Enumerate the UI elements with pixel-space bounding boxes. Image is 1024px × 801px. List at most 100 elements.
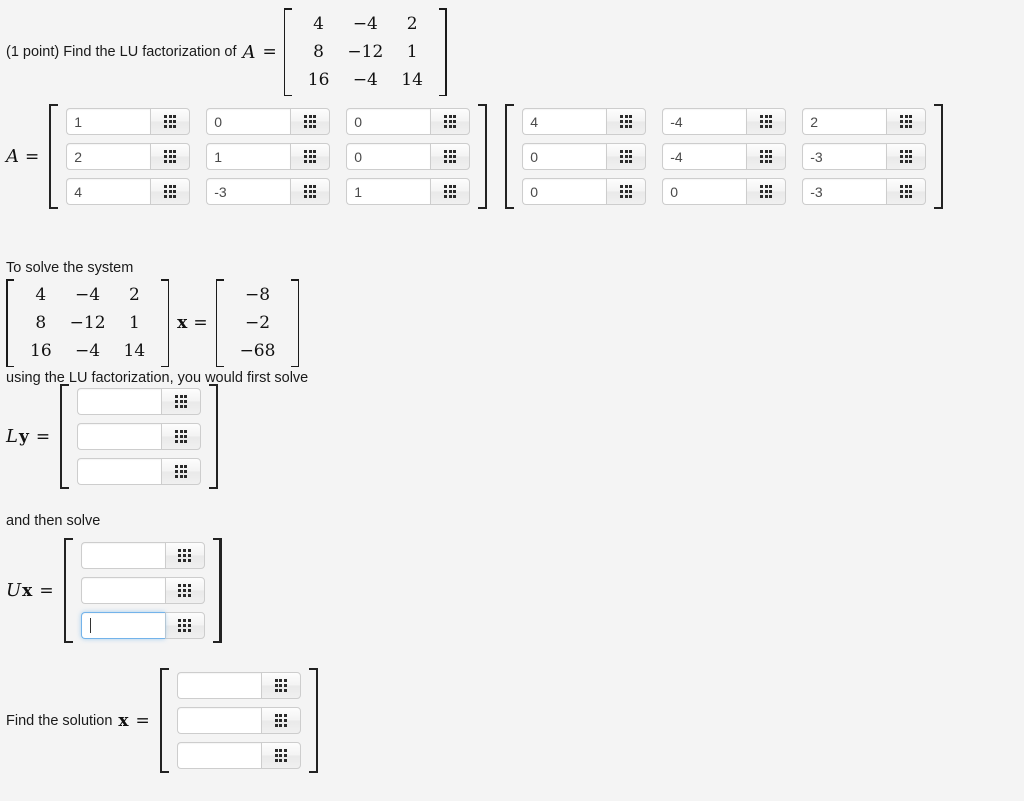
Ly-input-1[interactable] xyxy=(77,423,162,450)
matrix-cell: 8 xyxy=(313,42,324,63)
L-cell-2-1[interactable]: -3 xyxy=(206,178,331,205)
grid-keypad-icon[interactable] xyxy=(260,742,301,769)
bracket-right xyxy=(934,104,945,209)
grid-keypad-icon[interactable] xyxy=(430,178,471,205)
system-section: To solve the system 4 −4 2 8 −12 1 16 −4… xyxy=(6,260,308,386)
grid-keypad-icon[interactable] xyxy=(606,143,647,170)
grid-keypad-icon[interactable] xyxy=(886,108,927,135)
bracket-left xyxy=(503,104,515,209)
U-input-1-0[interactable]: 0 xyxy=(522,143,607,170)
L-input-2-0[interactable]: 4 xyxy=(66,178,151,205)
U-cell-0-1[interactable]: -4 xyxy=(662,108,787,135)
L-cell-0-1[interactable]: 0 xyxy=(206,108,331,135)
solution-cell-0[interactable] xyxy=(176,672,301,699)
Ly-input-2[interactable] xyxy=(77,458,162,485)
L-matrix-rows: 1 0 0 2 xyxy=(58,104,478,209)
grid-keypad-icon[interactable] xyxy=(150,108,191,135)
Ux-cell-0[interactable] xyxy=(80,542,205,569)
Ly-cell-1[interactable] xyxy=(77,423,202,450)
L-cell-0-2[interactable]: 0 xyxy=(346,108,471,135)
matrix-cell: −4 xyxy=(352,14,378,34)
table-row xyxy=(69,454,209,489)
grid-keypad-icon[interactable] xyxy=(606,108,647,135)
L-input-1-1[interactable]: 1 xyxy=(206,143,291,170)
table-row: 2 1 0 xyxy=(58,139,478,174)
Ux-input-2[interactable] xyxy=(80,612,165,639)
grid-keypad-icon[interactable] xyxy=(290,178,331,205)
Ly-input-0[interactable] xyxy=(77,388,162,415)
L-input-2-2[interactable]: 1 xyxy=(346,178,431,205)
U-input-2-0[interactable]: 0 xyxy=(522,178,607,205)
matrix-cell: 14 xyxy=(123,341,146,362)
grid-keypad-icon[interactable] xyxy=(606,178,647,205)
Ly-cell-0[interactable] xyxy=(77,388,202,415)
Ux-input-1[interactable] xyxy=(80,577,165,604)
solution-cell-1[interactable] xyxy=(176,707,301,734)
matrix-cell: 4 xyxy=(313,14,324,34)
grid-keypad-icon[interactable] xyxy=(164,612,205,639)
L-cell-1-0[interactable]: 2 xyxy=(66,143,191,170)
grid-keypad-icon[interactable] xyxy=(430,108,471,135)
U-input-2-1[interactable]: 0 xyxy=(662,178,747,205)
L-input-0-1[interactable]: 0 xyxy=(206,108,291,135)
Ux-cell-2[interactable] xyxy=(80,612,205,639)
grid-keypad-icon[interactable] xyxy=(164,577,205,604)
U-cell-2-1[interactable]: 0 xyxy=(662,178,787,205)
grid-keypad-icon[interactable] xyxy=(746,178,787,205)
grid-keypad-icon[interactable] xyxy=(150,178,191,205)
solution-cell-2[interactable] xyxy=(176,742,301,769)
grid-keypad-icon[interactable] xyxy=(746,143,787,170)
U-cell-0-2[interactable]: 2 xyxy=(802,108,927,135)
U-cell-1-0[interactable]: 0 xyxy=(522,143,647,170)
L-cell-0-0[interactable]: 1 xyxy=(66,108,191,135)
matrix-cell: 16 xyxy=(30,341,52,362)
L-matrix-input-group: 1 0 0 2 xyxy=(47,104,489,209)
L-input-1-2[interactable]: 0 xyxy=(346,143,431,170)
matrix-cells: 4 −4 2 8 −12 1 16 −4 14 xyxy=(293,8,438,96)
grid-keypad-icon[interactable] xyxy=(430,143,471,170)
bracket-left xyxy=(58,384,70,489)
grid-keypad-icon[interactable] xyxy=(746,108,787,135)
grid-keypad-icon[interactable] xyxy=(290,108,331,135)
grid-keypad-icon[interactable] xyxy=(161,388,202,415)
table-row: 4 -4 2 xyxy=(514,104,934,139)
L-cell-2-0[interactable]: 4 xyxy=(66,178,191,205)
L-cell-2-2[interactable]: 1 xyxy=(346,178,471,205)
L-cell-1-2[interactable]: 0 xyxy=(346,143,471,170)
U-input-0-1[interactable]: -4 xyxy=(662,108,747,135)
Ux-cell-1[interactable] xyxy=(80,577,205,604)
U-input-1-2[interactable]: -3 xyxy=(802,143,887,170)
grid-keypad-icon[interactable] xyxy=(161,458,202,485)
U-input-2-2[interactable]: -3 xyxy=(802,178,887,205)
grid-keypad-icon[interactable] xyxy=(164,542,205,569)
grid-keypad-icon[interactable] xyxy=(161,423,202,450)
U-input-0-0[interactable]: 4 xyxy=(522,108,607,135)
matrix-cell: −12 xyxy=(69,313,106,334)
U-cell-1-1[interactable]: -4 xyxy=(662,143,787,170)
solution-input-1[interactable] xyxy=(176,707,261,734)
U-input-0-2[interactable]: 2 xyxy=(802,108,887,135)
L-input-1-0[interactable]: 2 xyxy=(66,143,151,170)
grid-keypad-icon[interactable] xyxy=(260,707,301,734)
L-cell-1-1[interactable]: 1 xyxy=(206,143,331,170)
grid-keypad-icon[interactable] xyxy=(886,178,927,205)
Ux-input-0[interactable] xyxy=(80,542,165,569)
L-input-0-2[interactable]: 0 xyxy=(346,108,431,135)
L-input-2-1[interactable]: -3 xyxy=(206,178,291,205)
U-input-1-1[interactable]: -4 xyxy=(662,143,747,170)
U-cell-1-2[interactable]: -3 xyxy=(802,143,927,170)
table-row xyxy=(169,703,309,738)
Ly-rows xyxy=(69,384,209,489)
U-cell-2-0[interactable]: 0 xyxy=(522,178,647,205)
bracket-left xyxy=(283,8,293,97)
L-input-0-0[interactable]: 1 xyxy=(66,108,151,135)
grid-keypad-icon[interactable] xyxy=(886,143,927,170)
U-cell-2-2[interactable]: -3 xyxy=(802,178,927,205)
solution-input-2[interactable] xyxy=(176,742,261,769)
grid-keypad-icon[interactable] xyxy=(150,143,191,170)
grid-keypad-icon[interactable] xyxy=(290,143,331,170)
U-cell-0-0[interactable]: 4 xyxy=(522,108,647,135)
solution-input-0[interactable] xyxy=(176,672,261,699)
Ly-cell-2[interactable] xyxy=(77,458,202,485)
grid-keypad-icon[interactable] xyxy=(260,672,301,699)
